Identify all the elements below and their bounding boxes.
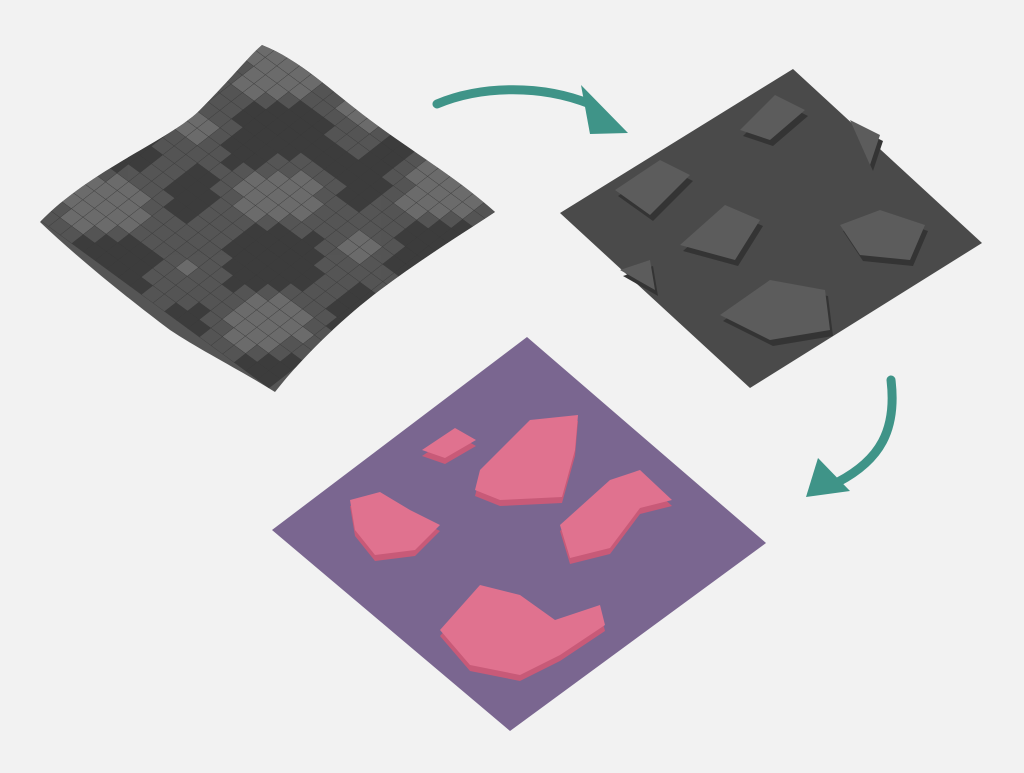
pink-blob	[560, 470, 672, 558]
extracted-blobs	[350, 415, 672, 681]
noise-cell	[257, 370, 281, 389]
terrain-bump	[615, 160, 690, 215]
extracted-blobs-panel	[272, 337, 766, 731]
terrain-bump	[740, 95, 805, 140]
arrow-threshold-to-result	[806, 375, 897, 497]
pink-blob	[350, 492, 440, 555]
pink-blob	[475, 415, 578, 500]
terrain-bump	[720, 280, 830, 340]
result-plane	[272, 337, 766, 731]
arrow-noise-to-threshold	[432, 85, 628, 134]
noise-terrain-panel	[40, 45, 495, 392]
terrain-bump	[840, 210, 925, 260]
arrowhead-2	[806, 458, 850, 497]
arrowhead-1	[581, 85, 628, 134]
noise-terrain-texture	[40, 45, 495, 389]
pink-blob	[440, 585, 605, 675]
terrain-bump	[620, 260, 655, 290]
pink-blob	[422, 428, 476, 458]
terrain-bump	[680, 205, 760, 260]
terrain-bump	[850, 120, 880, 165]
thresholded-terrain-bumps	[615, 95, 928, 346]
thresholded-terrain-panel	[560, 69, 982, 388]
